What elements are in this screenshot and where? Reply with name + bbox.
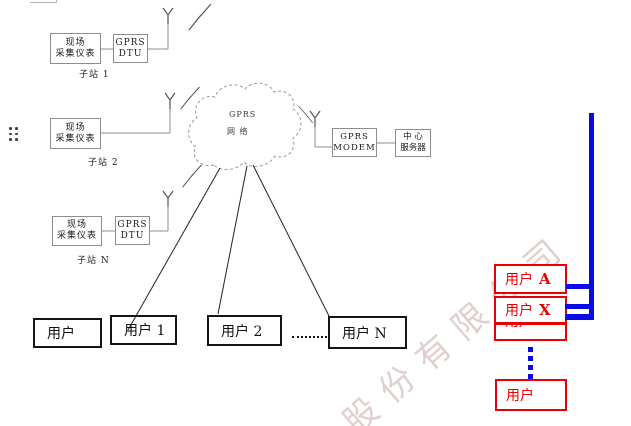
gprs-dtu-label: GPRS xyxy=(117,219,148,230)
user-a-label: 用户 xyxy=(505,272,533,288)
gprs-dtu-label: DTU xyxy=(118,48,143,59)
field-instrument-label: 现场 xyxy=(65,122,86,133)
gprs-modem-label: MODEM xyxy=(333,142,376,153)
user-x-label: 用户 xyxy=(505,303,533,319)
antenna-icon xyxy=(162,7,174,24)
user-box-2: 用户 2 xyxy=(207,315,282,346)
user-bottom-label: 用户 xyxy=(506,388,534,404)
user-partial-clip: 用户 xyxy=(496,325,565,338)
user-x-box: 用户 X xyxy=(494,296,567,324)
gprs-dtu-box-n: GPRS DTU xyxy=(115,216,150,245)
lightning-icon xyxy=(182,164,202,188)
user-partial-box: 用户 xyxy=(494,323,567,341)
field-instrument-box-1: 现场 采集仪表 xyxy=(50,33,101,64)
bus-connector-a xyxy=(566,284,594,289)
field-instrument-label: 现场 xyxy=(66,220,87,230)
substation-label-n: 子站 N xyxy=(77,256,110,266)
network-bus-line xyxy=(589,113,594,320)
user-box-label: 用户 xyxy=(47,326,75,342)
lightning-icon xyxy=(298,105,314,124)
field-instrument-box-2: 现场 采集仪表 xyxy=(50,118,101,149)
user-bottom-box: 用户 xyxy=(495,379,567,411)
gprs-dtu-box-1: GPRS DTU xyxy=(113,34,148,63)
user-box-n: 用户 N xyxy=(328,316,407,349)
user-box-1: 用户 1 xyxy=(110,315,177,345)
cloud-user-link-1 xyxy=(127,167,221,331)
substation-ellipsis-dots xyxy=(9,127,18,141)
cloud-user-link-2 xyxy=(217,165,248,315)
antenna-icon xyxy=(164,92,176,109)
user-x-suffix: X xyxy=(539,301,551,319)
field-instrument-label: 采集仪表 xyxy=(55,48,96,59)
bus-connector-x1 xyxy=(565,304,594,309)
gprs-modem-label: GPRS xyxy=(340,131,369,142)
user-partial-label: 用户 xyxy=(496,325,565,329)
gprs-modem-box: GPRS MODEM xyxy=(332,128,377,157)
lightning-icon xyxy=(180,86,200,110)
cloud-user-link-3 xyxy=(252,164,331,319)
antenna-icon xyxy=(309,110,321,127)
cloud-label-line1: GPRS xyxy=(229,110,257,119)
gprs-dtu-label: DTU xyxy=(120,230,145,241)
user-box-label: 用户 2 xyxy=(221,323,263,340)
user-box-label: 用户 N xyxy=(342,325,387,342)
gprs-dtu-label: GPRS xyxy=(115,37,146,48)
user-row-dots xyxy=(292,336,327,338)
cloud-label-line2: 网 络 xyxy=(227,127,249,136)
central-server-label: 服务器 xyxy=(400,143,426,153)
field-instrument-label: 现场 xyxy=(65,37,86,48)
user-a-box: 用户 A xyxy=(494,264,567,294)
central-server-box: 中 心 服务器 xyxy=(395,129,431,157)
field-instrument-label: 采集仪表 xyxy=(55,133,96,144)
antenna-icon xyxy=(162,190,174,207)
field-instrument-box-n: 现场 采集仪表 xyxy=(52,216,102,246)
central-server-label: 中 心 xyxy=(403,132,423,142)
substation-label-2: 子站 2 xyxy=(88,158,119,168)
field-instrument-label: 采集仪表 xyxy=(56,231,97,241)
substation-label-1: 子站 1 xyxy=(79,70,110,80)
cropped-box-corner xyxy=(30,0,57,3)
bus-connector-x2 xyxy=(565,314,594,320)
bus-dashed-line xyxy=(528,347,533,379)
user-a-suffix: A xyxy=(539,270,551,288)
user-box-plain: 用户 xyxy=(33,318,102,348)
lightning-icon xyxy=(188,3,212,31)
user-box-label: 用户 1 xyxy=(124,323,166,339)
